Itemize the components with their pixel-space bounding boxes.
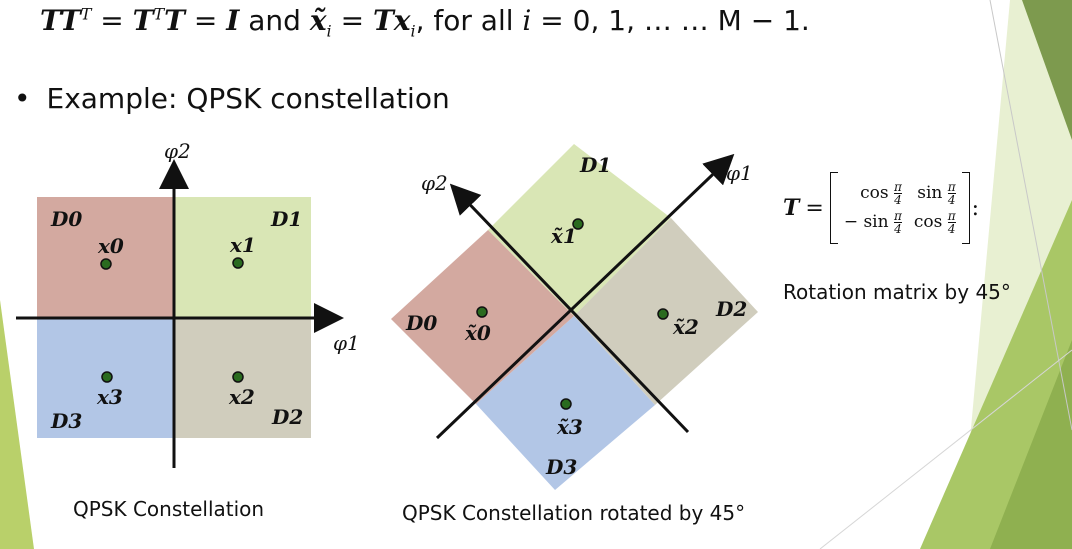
m12-fn: sin (917, 183, 943, 203)
eq-sub-i: i (326, 21, 332, 41)
bullet-dot: • (14, 82, 31, 115)
label-d1: D1 (270, 207, 302, 231)
example-bullet: • Example: QPSK constellation (14, 82, 450, 115)
rotated-axis-phi1 (435, 153, 735, 440)
point-x3 (101, 371, 113, 383)
eq-eq2: = (184, 4, 227, 37)
m11-den: 4 (894, 193, 902, 207)
m12-den: 4 (947, 193, 956, 207)
rotated-point-label-x2: x̃2 (672, 315, 699, 339)
rotated-label-d3: D3 (545, 455, 577, 479)
m22-num: π (947, 209, 956, 223)
deco-line-2 (819, 349, 1072, 549)
eq-sup1: T (80, 4, 92, 24)
rotated-point-label-x1: x̃1 (550, 224, 577, 248)
bullet-text: Example: QPSK constellation (46, 82, 450, 115)
orthogonality-equation: TTT = TTT = I and x̃i = Txi, for all i =… (40, 4, 810, 41)
eq-lhs: TT (40, 4, 81, 37)
rotated-point-label-x0: x̃0 (464, 321, 491, 345)
point-x0 (100, 258, 112, 270)
rotated-axis-label-phi1: φ1 (726, 161, 753, 185)
deco-green-triangle-2 (990, 340, 1072, 549)
m12-num: π (947, 180, 956, 194)
eq-xt: x̃ (309, 4, 327, 37)
m22-den: 4 (947, 222, 956, 236)
rotated-point-x1 (572, 218, 584, 230)
point-x2 (232, 371, 244, 383)
eq-tx: Tx (372, 4, 411, 37)
rotated-label-d0: D0 (405, 311, 437, 335)
eq-range: = 0, 1, … … M − 1. (531, 4, 810, 37)
eq-mid: T (132, 4, 154, 37)
eq-i: i (522, 4, 532, 37)
eq-sup2: T (153, 4, 165, 24)
label-d2: D2 (271, 405, 303, 429)
m21-fn: − sin (843, 212, 889, 232)
m11-fn: cos (860, 183, 889, 203)
eq-identity: I (226, 4, 240, 37)
eq-forall: , for all (415, 4, 523, 37)
eq-and: and (239, 4, 310, 37)
rotated-axis-label-phi2: φ2 (421, 171, 448, 195)
rotated-point-label-x3: x̃3 (556, 415, 583, 439)
rotation-matrix-caption: Rotation matrix by 45° (783, 280, 1011, 304)
point-label-x1: x1 (229, 233, 256, 257)
axis-label-phi1: φ1 (333, 331, 360, 355)
point-label-x2: x2 (228, 385, 255, 409)
matrix-equals: = (805, 195, 824, 221)
rotated-point-x0 (476, 306, 488, 318)
m11-num: π (893, 180, 902, 194)
rotated-point-x3 (560, 398, 572, 410)
m22-fn: cos (913, 212, 943, 232)
rotated-label-d2: D2 (715, 297, 747, 321)
rotated-point-x2 (657, 308, 669, 320)
eq-mid2: T (164, 4, 185, 37)
eq-eq1: = (91, 4, 133, 37)
label-d0: D0 (50, 207, 82, 231)
rotated-label-d1: D1 (579, 153, 611, 177)
matrix-right-bracket (961, 172, 970, 244)
region-d0 (37, 197, 174, 318)
m21-den: 4 (894, 222, 902, 236)
matrix-left-bracket (829, 172, 838, 244)
matrix-symbol: T (783, 195, 800, 221)
point-label-x3: x3 (96, 385, 123, 409)
deco-line (989, 0, 1072, 431)
point-label-x0: x0 (97, 234, 124, 258)
m21-num: π (893, 209, 902, 223)
left-caption: QPSK Constellation (73, 497, 265, 521)
eq-eq3: = (331, 4, 373, 37)
eq-sub-i2: i (410, 21, 416, 41)
deco-left-green-triangle (0, 300, 34, 549)
label-d3: D3 (50, 409, 82, 433)
matrix-colon: : (971, 195, 980, 221)
right-caption: QPSK Constellation rotated by 45° (402, 501, 746, 525)
point-x1 (232, 257, 244, 269)
rotated-axis-phi2 (449, 183, 690, 434)
axis-label-phi2: φ2 (164, 139, 191, 163)
deco-dark-green-triangle (1022, 0, 1072, 140)
region-d1 (174, 197, 311, 318)
